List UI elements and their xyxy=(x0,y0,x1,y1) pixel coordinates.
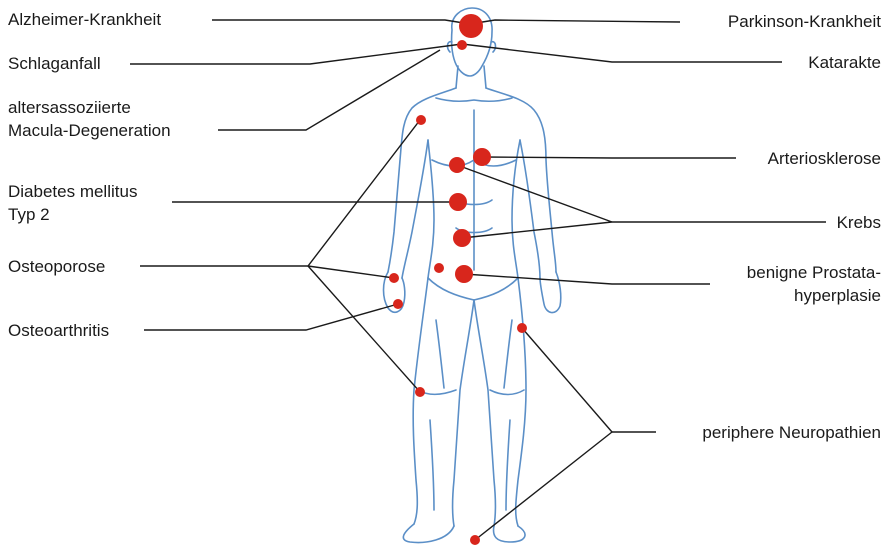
dot-head-large xyxy=(459,14,483,38)
dot-heart xyxy=(473,148,491,166)
dot-wrist-left xyxy=(389,273,399,283)
arm-right-inner xyxy=(520,140,540,278)
label-krebs: Krebs xyxy=(837,212,881,233)
leader-osteoporose-1 xyxy=(140,120,420,266)
dot-head-small xyxy=(457,40,467,50)
thigh-detail-right xyxy=(504,320,512,388)
label-parkinson: Parkinson-Krankheit xyxy=(728,11,881,32)
leg-right-outer xyxy=(516,278,526,526)
leg-right-inner xyxy=(474,300,496,526)
leader-neuropathie-1 xyxy=(522,328,612,432)
leader-krebs-2 xyxy=(462,222,612,238)
label-amd-line1: altersassoziierte xyxy=(8,97,131,118)
foot-right xyxy=(494,526,525,542)
dot-foot xyxy=(470,535,480,545)
hand-right xyxy=(540,272,561,313)
dot-hand-left xyxy=(393,299,403,309)
dot-pancreas xyxy=(449,193,467,211)
pelvis xyxy=(428,278,518,300)
leader-neuropathie-2 xyxy=(475,432,612,540)
neck-outline xyxy=(456,66,486,88)
label-diabetes-line2: Typ 2 xyxy=(8,204,50,225)
clavicles xyxy=(436,98,512,101)
label-prostata-line2: hyperplasie xyxy=(794,285,881,306)
dot-shoulder-left xyxy=(416,115,426,125)
label-schlaganfall: Schlaganfall xyxy=(8,53,101,74)
leader-krebs-1 xyxy=(457,165,612,222)
dot-prostate xyxy=(455,265,473,283)
leader-alzheimer xyxy=(212,20,470,24)
label-alzheimer: Alzheimer-Krankheit xyxy=(8,9,161,30)
leg-left-outer xyxy=(413,278,428,524)
arm-left-inner xyxy=(402,140,428,278)
shin-detail-left xyxy=(430,420,434,510)
shin-detail-right xyxy=(506,420,510,510)
dot-hip-left xyxy=(434,263,444,273)
leader-arteriosklerose xyxy=(482,157,736,158)
dot-chest-center xyxy=(449,157,465,173)
leader-parkinson xyxy=(470,20,680,24)
label-diabetes-line1: Diabetes mellitus xyxy=(8,181,137,202)
leader-katarakte xyxy=(462,44,782,62)
dot-hand-right xyxy=(517,323,527,333)
label-osteoarthritis: Osteoarthritis xyxy=(8,320,109,341)
label-amd-line2: Macula-Degeneration xyxy=(8,120,171,141)
foot-left xyxy=(403,524,454,542)
label-prostata-line1: benigne Prostata- xyxy=(747,262,881,283)
label-katarakte: Katarakte xyxy=(808,52,881,73)
thigh-detail-left xyxy=(436,320,444,388)
dot-abdomen xyxy=(453,229,471,247)
leader-prostata xyxy=(464,274,710,284)
leader-osteoporose-3 xyxy=(308,266,420,392)
knee-right xyxy=(490,390,524,395)
leg-left-inner xyxy=(453,300,475,526)
label-osteoporose: Osteoporose xyxy=(8,256,105,277)
leader-osteoarthritis xyxy=(144,304,398,330)
leader-schlaganfall xyxy=(130,44,462,64)
dot-knee-left xyxy=(415,387,425,397)
label-arteriosklerose: Arteriosklerose xyxy=(768,148,881,169)
leader-osteoporose-2 xyxy=(308,266,394,278)
label-neuropathien: periphere Neuropathien xyxy=(702,422,881,443)
